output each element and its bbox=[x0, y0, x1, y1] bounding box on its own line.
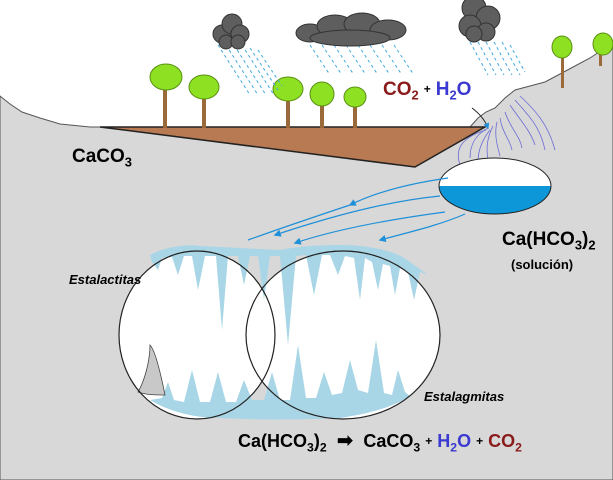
reaction-co2: CO bbox=[488, 431, 516, 451]
reaction-h2o-h: H bbox=[437, 431, 451, 451]
tree-icon bbox=[592, 32, 613, 66]
bicarbonate-sub1: 3 bbox=[574, 237, 583, 253]
caco3-rock-label: CaCO3 bbox=[72, 146, 132, 168]
estalactitas-label: Estalactitas bbox=[69, 272, 142, 287]
caco3-sub: 3 bbox=[124, 154, 132, 170]
reaction-caco3: CaCO bbox=[363, 431, 414, 451]
estalagmitas-label: Estalagmitas bbox=[424, 389, 505, 404]
cloud-icon bbox=[212, 13, 250, 50]
h2o-h-text: H bbox=[435, 79, 450, 100]
bicarbonate-close: ) bbox=[582, 229, 589, 250]
stalagmites bbox=[150, 340, 410, 420]
h2o-sub: 2 bbox=[449, 87, 457, 103]
bicarbonate-sub2: 2 bbox=[588, 237, 596, 253]
caco3-text: CaCO bbox=[72, 146, 125, 167]
tree-icon bbox=[188, 74, 220, 128]
solution-pocket bbox=[438, 157, 552, 215]
bicarbonate-label: Ca(HCO3)2 bbox=[502, 229, 596, 251]
tree-icon bbox=[149, 63, 183, 128]
infiltration-lines bbox=[457, 95, 556, 166]
reaction-reactant-sub1: 3 bbox=[307, 440, 314, 455]
co2-text: CO bbox=[383, 79, 412, 100]
tree-icon bbox=[343, 86, 367, 128]
solution-label: (solución) bbox=[511, 257, 574, 272]
rain-icon bbox=[217, 41, 526, 96]
reaction-reactant-sub2: 2 bbox=[319, 440, 327, 455]
bicarbonate-text: Ca(HCO bbox=[502, 229, 575, 250]
soil-wedge bbox=[99, 126, 488, 168]
tree-icon bbox=[309, 81, 335, 128]
flow-arrow-icon bbox=[471, 107, 490, 130]
co2-sub: 2 bbox=[411, 87, 419, 103]
cloud-icon bbox=[458, 0, 501, 43]
tree-icon bbox=[272, 76, 304, 128]
reaction-plus-1: + bbox=[425, 434, 433, 448]
reaction-arrow-icon: ➡ bbox=[336, 430, 354, 452]
plus-sign: + bbox=[423, 82, 431, 96]
cloud-icon bbox=[295, 12, 407, 47]
reaction-co2-sub: 2 bbox=[515, 440, 522, 455]
tree-icon bbox=[551, 35, 573, 88]
reaction-reactant: Ca(HCO bbox=[238, 431, 308, 451]
reaction-h2o-o: O bbox=[457, 431, 472, 451]
infiltration-label: CO2+H2O bbox=[383, 79, 472, 101]
stalactites bbox=[150, 245, 428, 345]
cave bbox=[118, 245, 441, 420]
reaction-equation: Ca(HCO3)2➡CaCO3+H2O+CO2 bbox=[238, 430, 522, 455]
h2o-o-text: O bbox=[456, 79, 472, 100]
reaction-h2o-sub: 2 bbox=[450, 440, 458, 455]
reaction-plus-2: + bbox=[476, 434, 484, 448]
reaction-caco3-sub: 3 bbox=[413, 440, 421, 455]
reaction-reactant-close: ) bbox=[313, 431, 320, 451]
flow-arrow-icon bbox=[247, 177, 466, 245]
